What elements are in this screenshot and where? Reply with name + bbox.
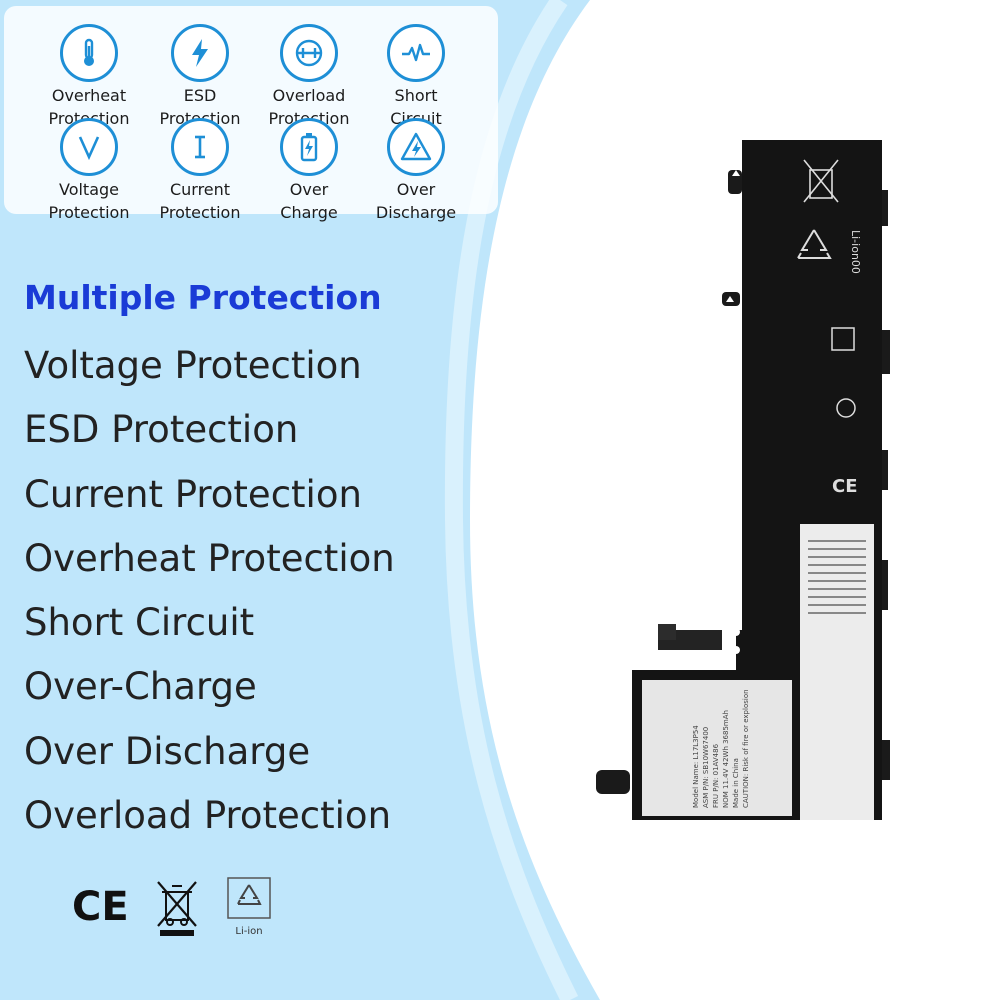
protection-icons-panel: Overheat Protection ESD Protection Overl… — [4, 6, 498, 222]
icon-item-voltage: Voltage Protection — [34, 118, 144, 224]
pulse-icon — [387, 24, 445, 82]
sticker-line: CAUTION: Risk of fire or explosion — [742, 689, 750, 808]
ce-mark-icon: CE — [72, 884, 129, 930]
sticker-line: FRU P/N: 01AV486 — [712, 743, 720, 808]
icon-item-current: Current Protection — [145, 118, 255, 224]
feature-list: Voltage Protection ESD Protection Curren… — [24, 334, 395, 848]
icon-label: Over Discharge — [375, 180, 457, 222]
feature-item: Overheat Protection — [24, 536, 395, 580]
triangle-bolt-icon — [387, 118, 445, 176]
section-heading: Multiple Protection — [24, 278, 382, 317]
feature-item: ESD Protection — [24, 408, 299, 452]
icon-item-over-charge: Over Charge — [254, 118, 364, 224]
feature-item: Over Discharge — [24, 729, 311, 773]
icon-label: Over Charge — [280, 180, 338, 222]
laptop-battery-image: Li-ion00 CE Model Name: L17L3P54 ASM P/N… — [596, 140, 890, 820]
thermometer-icon — [60, 24, 118, 82]
lightning-icon — [171, 24, 229, 82]
sticker-line: ASM P/N: SB10W67400 — [702, 727, 710, 808]
battery-bolt-icon — [280, 118, 338, 176]
feature-item: Overload Protection — [24, 794, 392, 838]
recycle-label: Li-ion — [235, 926, 262, 936]
battery-recycle-text: Li-ion00 — [849, 230, 862, 274]
sticker-line: Made in China — [732, 758, 740, 808]
sticker-line: Model Name: L17L3P54 — [692, 725, 700, 808]
feature-item: Voltage Protection — [24, 344, 362, 387]
recycle-liion-icon: Li-ion — [227, 877, 271, 936]
icon-item-short-circuit: Short Circuit — [361, 24, 471, 130]
ce-mark-text: CE — [72, 884, 129, 930]
feature-item: Current Protection — [24, 472, 362, 516]
certification-marks: CE Li-ion — [72, 877, 271, 936]
icon-label: Voltage Protection — [48, 180, 130, 222]
icon-item-overheat: Overheat Protection — [34, 24, 144, 130]
gauge-icon — [280, 24, 338, 82]
sticker-line: NOM 11.4V 42Wh 3685mAh — [722, 710, 730, 808]
icon-item-overload: Overload Protection — [254, 24, 364, 130]
weee-bin-icon — [157, 881, 197, 936]
icon-item-over-discharge: Over Discharge — [361, 118, 471, 224]
feature-item: Short Circuit — [24, 601, 255, 645]
svg-text:CE: CE — [832, 476, 858, 497]
icon-item-esd: ESD Protection — [145, 24, 255, 130]
feature-item: Over-Charge — [24, 665, 257, 709]
icon-label: Current Protection — [159, 180, 241, 222]
letter-v-icon — [60, 118, 118, 176]
letter-i-icon — [171, 118, 229, 176]
